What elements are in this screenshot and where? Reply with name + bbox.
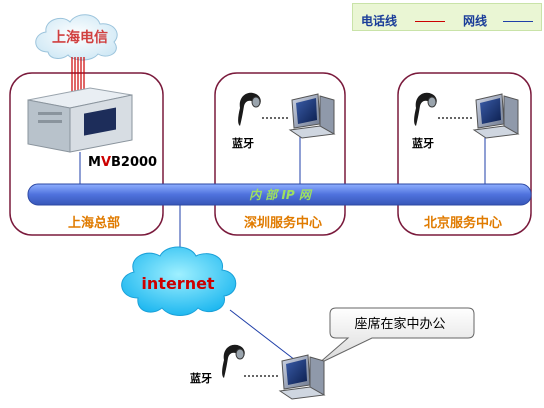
computer-icon — [472, 93, 520, 139]
computer-icon — [278, 354, 326, 400]
legend-network-line — [503, 21, 533, 22]
legend: 电话线 网线 — [352, 3, 542, 31]
internal-ip-bus: 内 部 IP 网 — [27, 183, 532, 206]
bluetooth-label: 蓝牙 — [190, 371, 212, 385]
legend-phone-label: 电话线 — [361, 14, 398, 28]
device-label-v: V — [101, 155, 111, 170]
device-label-m: M — [88, 155, 101, 170]
site-label-shenzhen: 深圳服务中心 — [244, 215, 322, 231]
site-label-beijing: 北京服务中心 — [424, 215, 502, 231]
headset-icon — [222, 344, 245, 378]
legend-network-label: 网线 — [463, 14, 488, 28]
device-label-rest: B2000 — [111, 155, 157, 170]
mvb2000-device — [27, 87, 133, 153]
telecom-cloud-label: 上海电信 — [52, 29, 108, 46]
internet-cloud: internet — [121, 246, 237, 316]
site-frame-shenzhen — [214, 72, 346, 236]
device-label: MVB2000 — [88, 155, 157, 170]
bus-label: 内 部 IP 网 — [249, 188, 313, 202]
headset-icon — [238, 92, 261, 126]
legend-phone-line — [415, 21, 445, 22]
bluetooth-label: 蓝牙 — [232, 136, 254, 150]
site-frame-beijing — [397, 72, 532, 236]
bluetooth-label: 蓝牙 — [412, 136, 434, 150]
callout-label: 座席在家中办公 — [354, 316, 445, 332]
remote-agent-callout: 座席在家中办公 — [317, 307, 475, 365]
headset-icon — [414, 92, 437, 126]
computer-icon — [288, 93, 336, 139]
site-label-hq: 上海总部 — [68, 215, 120, 231]
internet-label: internet — [141, 274, 215, 293]
workstation-home: 蓝牙 — [190, 344, 326, 400]
telecom-cloud: 上海电信 — [35, 14, 118, 61]
workstation-shenzhen: 蓝牙 — [232, 92, 336, 150]
workstation-beijing: 蓝牙 — [412, 92, 520, 150]
site-frame-hq — [9, 72, 164, 236]
